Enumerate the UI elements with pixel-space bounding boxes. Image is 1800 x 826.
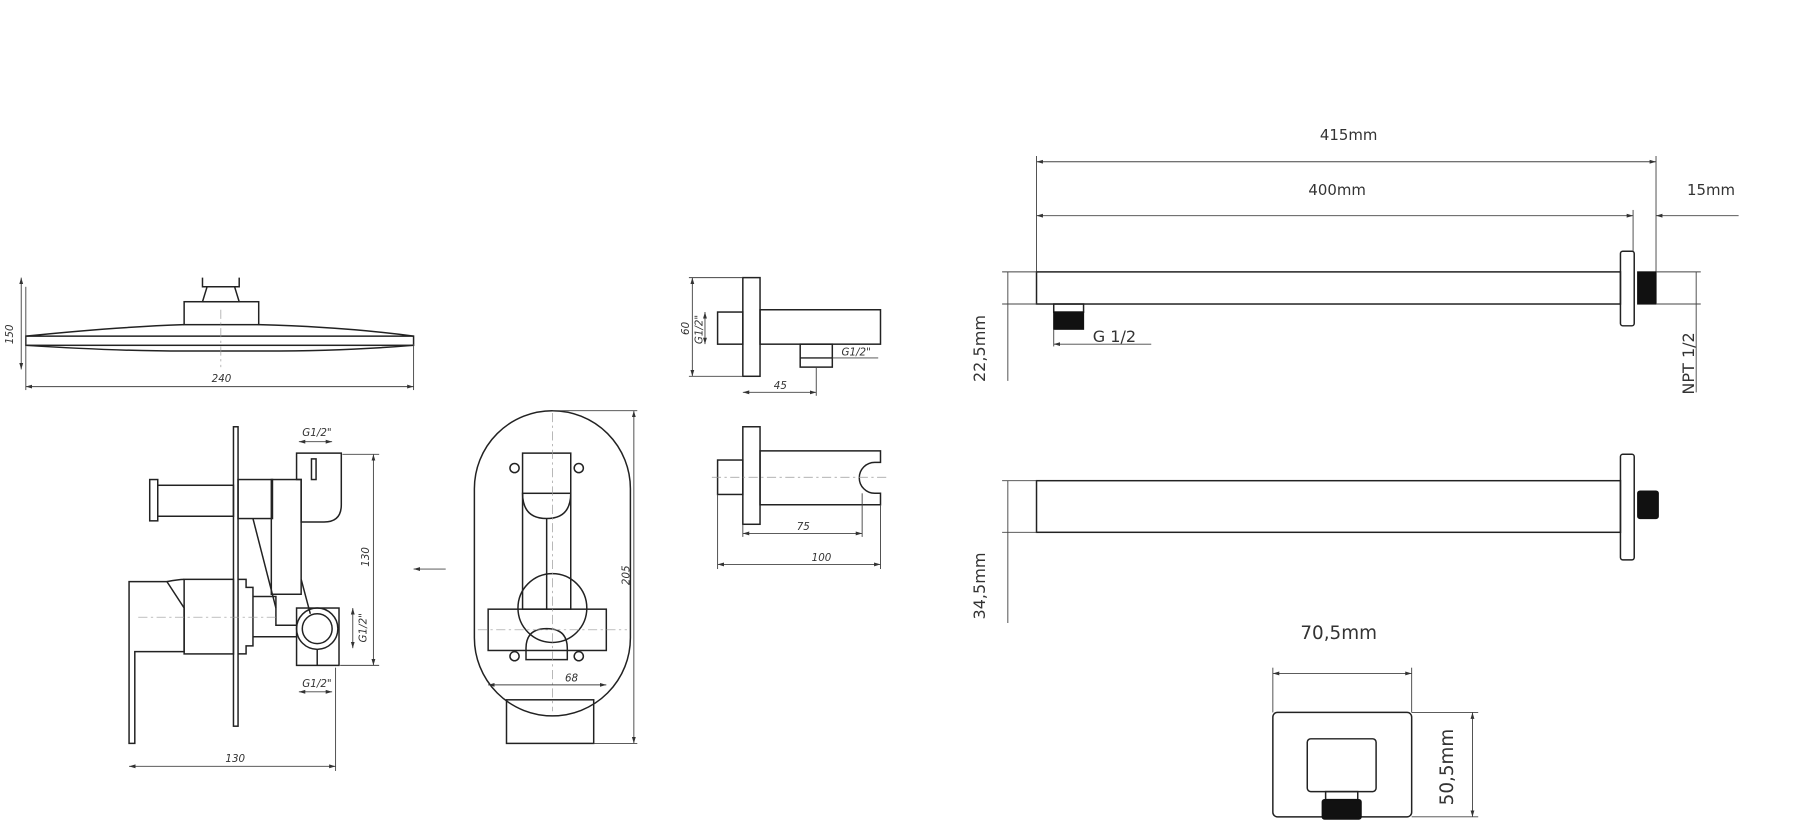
arm-top-height-label: 34,5mm [970,553,989,620]
mixer-front-height-label: 205 [620,565,632,585]
shower-head-height-label: 150 [4,324,16,344]
mixer-top-thread-label: G1/2" [302,427,331,439]
arm-length-label: 400mm [1308,181,1366,199]
arm-side-height-label: 22,5mm [970,315,989,382]
mixer-front-view: 205 68 [473,409,638,745]
outlet-inlet-thread-label: G1/2" [694,315,706,344]
flange-height-label: 50,5mm [1437,729,1458,806]
arm-inlet-thread-label: NPT 1/2 [1679,332,1698,394]
arm-outlet-thread-label: G 1/2 [1093,327,1136,346]
mixer-height-label: 130 [360,547,372,567]
shower-arm-side-view: 415mm 400mm 15mm G 1/2 22,5mm NPT 1/2 [970,126,1739,395]
mixer-front-width-label: 68 [565,672,579,684]
mixer-side-thread-label: G1/2" [358,613,370,642]
outlet-height-label: 60 [680,321,692,335]
holder-offset-label: 75 [797,521,810,533]
arm-flange-length-label: 15mm [1687,181,1735,199]
mixer-bottom-thread-label: G1/2" [302,678,331,690]
mixer-depth-label: 130 [225,753,245,765]
shower-arm-flange-view: 70,5mm 50,5mm [1272,623,1479,820]
flange-width-label: 70,5mm [1300,623,1377,644]
outlet-offset-label: 45 [774,380,787,392]
arm-total-length-label: 415mm [1320,126,1378,144]
mixer-side-view: G1/2" 130 G1/2" G1/2" 130 [128,426,380,771]
outlet-outlet-thread-label: G1/2" [841,347,870,359]
wall-outlet-top-view: 60 G1/2" G1/2" 45 [680,276,882,396]
shower-head-width-label: 240 [212,373,232,385]
shower-head-side-view: 150 240 [4,277,415,391]
shower-arm-top-view: 34,5mm [970,453,1659,623]
wall-outlet-front-view: 75 100 [711,426,890,570]
outlet-length-label: 100 [812,552,832,564]
